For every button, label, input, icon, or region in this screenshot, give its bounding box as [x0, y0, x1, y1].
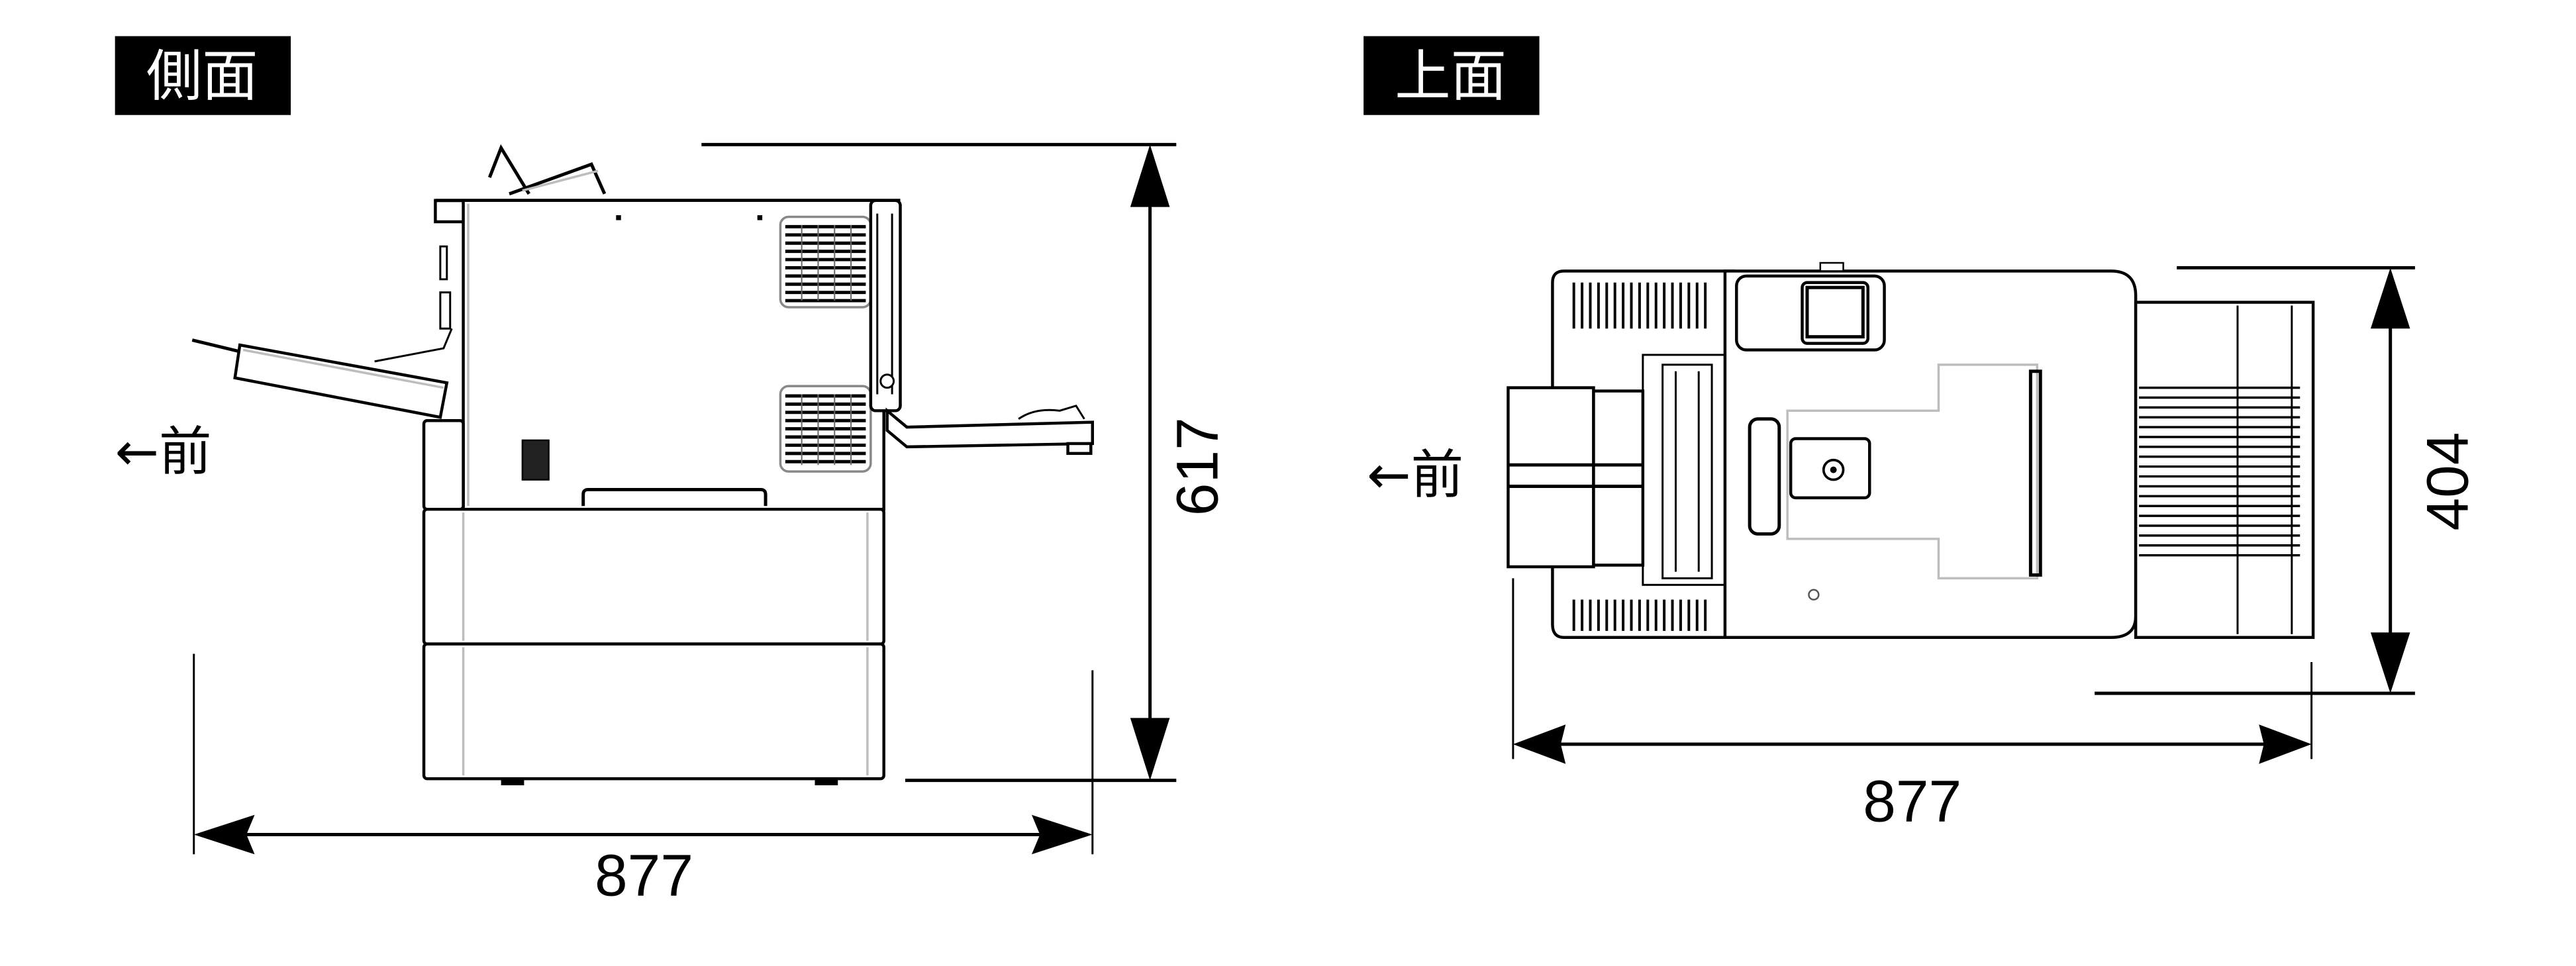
top-width-arrow-right — [2259, 724, 2312, 764]
top-width-dimension: 877 — [1512, 578, 2313, 834]
top-depth-arrow-down — [2370, 632, 2410, 694]
side-screw — [757, 215, 763, 220]
side-width-arrow-left — [193, 814, 255, 855]
side-view-label-background — [115, 36, 291, 115]
side-front-tray-extension — [191, 338, 240, 354]
side-foot — [815, 779, 838, 786]
side-view: 側面 ←前 — [115, 36, 1230, 908]
top-rear-unit — [2134, 301, 2315, 639]
side-height-dimension: 617 — [701, 142, 1230, 783]
side-handle — [581, 487, 768, 507]
side-rear-tray — [885, 407, 1095, 449]
side-cassette-2 — [422, 642, 885, 781]
top-rear-unit-slats — [2139, 386, 2301, 557]
side-rear-tray-foot — [1066, 442, 1093, 456]
side-height-arrow-up — [1130, 144, 1170, 207]
side-cassette-1 — [422, 507, 885, 646]
top-panel-tab — [1819, 262, 1844, 272]
side-front-tray-arm — [374, 328, 453, 363]
side-feeder-tray — [509, 162, 607, 196]
top-display-screen — [1805, 285, 1865, 339]
side-rear-door-knob — [879, 373, 895, 389]
side-vent-upper — [779, 215, 872, 309]
top-view: 上面 ←前 — [1363, 36, 2480, 834]
side-front-tray-inner — [242, 348, 444, 389]
side-foot — [501, 779, 524, 786]
side-front-tray — [233, 343, 449, 419]
side-view-title: 側面 — [146, 44, 258, 109]
printer-side-drawing — [191, 144, 1095, 786]
top-front-tray-inner — [1592, 389, 1645, 567]
side-rear-door-detail — [876, 213, 893, 395]
top-width-value: 877 — [1863, 768, 1961, 834]
side-small-vent — [521, 439, 550, 481]
top-depth-value: 404 — [2414, 432, 2480, 531]
side-view-label: 側面 — [115, 36, 291, 115]
top-control-panel-display — [1801, 281, 1869, 345]
top-indicator — [1808, 589, 1820, 601]
printer-top-drawing — [1507, 262, 2315, 639]
top-front-grille-lower — [1572, 599, 1707, 631]
top-center-knob-dot — [1830, 466, 1837, 473]
side-width-value: 877 — [595, 842, 693, 908]
top-output-area — [1786, 363, 2039, 580]
side-width-dimension: 877 — [193, 653, 1094, 908]
top-handle — [1748, 417, 1781, 536]
side-screw — [616, 215, 621, 220]
top-inner-rollers — [1661, 363, 1713, 579]
top-view-label-background — [1363, 36, 1540, 115]
top-depth-dimension: 404 — [2095, 266, 2480, 695]
side-front-latches — [439, 245, 452, 330]
side-feeder-arm — [487, 144, 530, 195]
side-top-cap — [434, 199, 467, 224]
side-feeder-inner — [522, 169, 599, 192]
top-output-stopper — [2028, 369, 2042, 577]
top-front-tray — [1507, 386, 1595, 569]
top-width-arrow-left — [1512, 724, 1566, 764]
side-rear-tray-stopper — [1018, 405, 1085, 420]
top-front-grille-upper — [1572, 282, 1707, 329]
top-view-title: 上面 — [1395, 44, 1507, 109]
side-height-arrow-down — [1130, 718, 1170, 781]
side-front-panel-1 — [422, 418, 465, 511]
top-depth-arrow-up — [2370, 267, 2410, 329]
top-view-label: 上面 — [1363, 36, 1540, 115]
side-vent-lower — [779, 385, 872, 473]
side-front-indicator: ←前 — [115, 421, 212, 483]
side-height-value: 617 — [1164, 417, 1230, 516]
side-width-arrow-right — [1031, 814, 1093, 855]
top-front-indicator: ←前 — [1367, 444, 1463, 505]
